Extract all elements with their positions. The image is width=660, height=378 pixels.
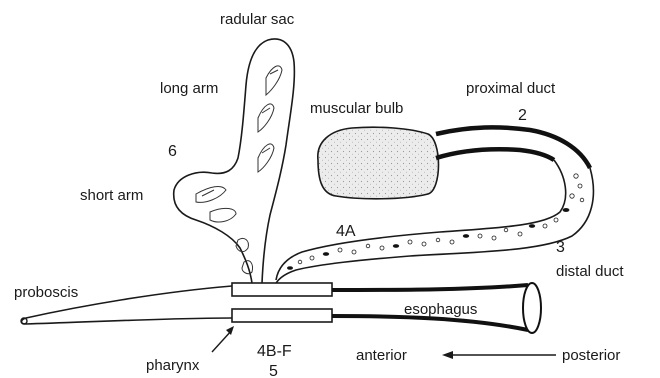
label-proximal-duct: proximal duct xyxy=(466,80,556,97)
label-distal-duct: distal duct xyxy=(556,263,624,280)
radular-teeth xyxy=(196,66,282,274)
esophagus-upper xyxy=(332,285,528,290)
muscular-bulb xyxy=(318,127,439,199)
label-posterior: posterior xyxy=(562,347,620,364)
label-long-arm: long arm xyxy=(160,80,218,97)
radular-sac-outline xyxy=(174,39,295,283)
number-4b-f: 4B-F xyxy=(257,343,292,360)
esophagus-opening xyxy=(523,283,541,333)
label-esophagus: esophagus xyxy=(404,301,477,318)
label-radular-sac: radular sac xyxy=(220,11,295,28)
pharynx-lower xyxy=(232,309,332,322)
number-5: 5 xyxy=(269,363,278,378)
esophagus-lower xyxy=(332,316,528,330)
number-3: 3 xyxy=(556,239,565,256)
number-2: 2 xyxy=(518,107,527,124)
label-anterior: anterior xyxy=(356,347,407,364)
label-muscular-bulb: muscular bulb xyxy=(310,100,403,117)
orientation-arrow xyxy=(442,351,556,359)
number-4a: 4A xyxy=(336,223,356,240)
number-6: 6 xyxy=(168,143,177,160)
label-short-arm: short arm xyxy=(80,187,143,204)
pharynx-upper xyxy=(232,283,332,296)
pharynx-pointer-arrow xyxy=(212,326,234,352)
proximal-duct-lower xyxy=(436,149,554,160)
label-pharynx: pharynx xyxy=(146,357,200,374)
label-proboscis: proboscis xyxy=(14,284,78,301)
